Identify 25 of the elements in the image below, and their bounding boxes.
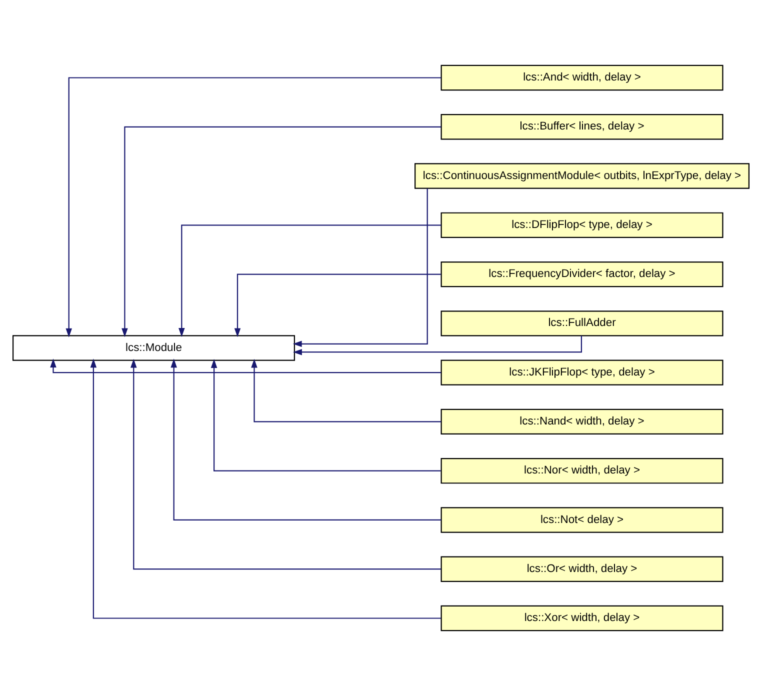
arrow [234, 274, 441, 338]
arrow [210, 359, 441, 472]
node-box: lcs::JKFlipFlop< type, delay > [440, 360, 724, 386]
node-box: lcs::ContinuousAssignmentModule< outbits, lnExprType, delay > [414, 163, 750, 189]
arrow [130, 358, 442, 570]
arrow [50, 358, 441, 374]
arrow [292, 188, 428, 348]
arrow [90, 358, 442, 619]
node-box: lcs::Module [12, 335, 296, 361]
node-box: lcs::Not< delay > [440, 507, 724, 533]
arrow [66, 77, 442, 338]
node-box: lcs::DFlipFlop< type, delay > [440, 212, 724, 238]
arrow [122, 126, 442, 338]
arrow [292, 336, 582, 356]
node-box: lcs::And< width, delay > [440, 64, 724, 91]
node-box: lcs::Buffer< lines, delay > [440, 114, 724, 140]
node-box: lcs::Nor< width, delay > [440, 458, 724, 484]
arrow [170, 358, 442, 521]
node-box: lcs::Nand< width, delay > [440, 408, 724, 435]
node-box: lcs::FullAdder [440, 310, 724, 336]
node-box: lcs::FrequencyDivider< factor, delay > [440, 261, 724, 288]
arrow [251, 358, 442, 422]
node-box: lcs::Xor< width, delay > [440, 605, 724, 632]
arrow [178, 224, 442, 337]
node-box: lcs::Or< width, delay > [440, 556, 724, 582]
